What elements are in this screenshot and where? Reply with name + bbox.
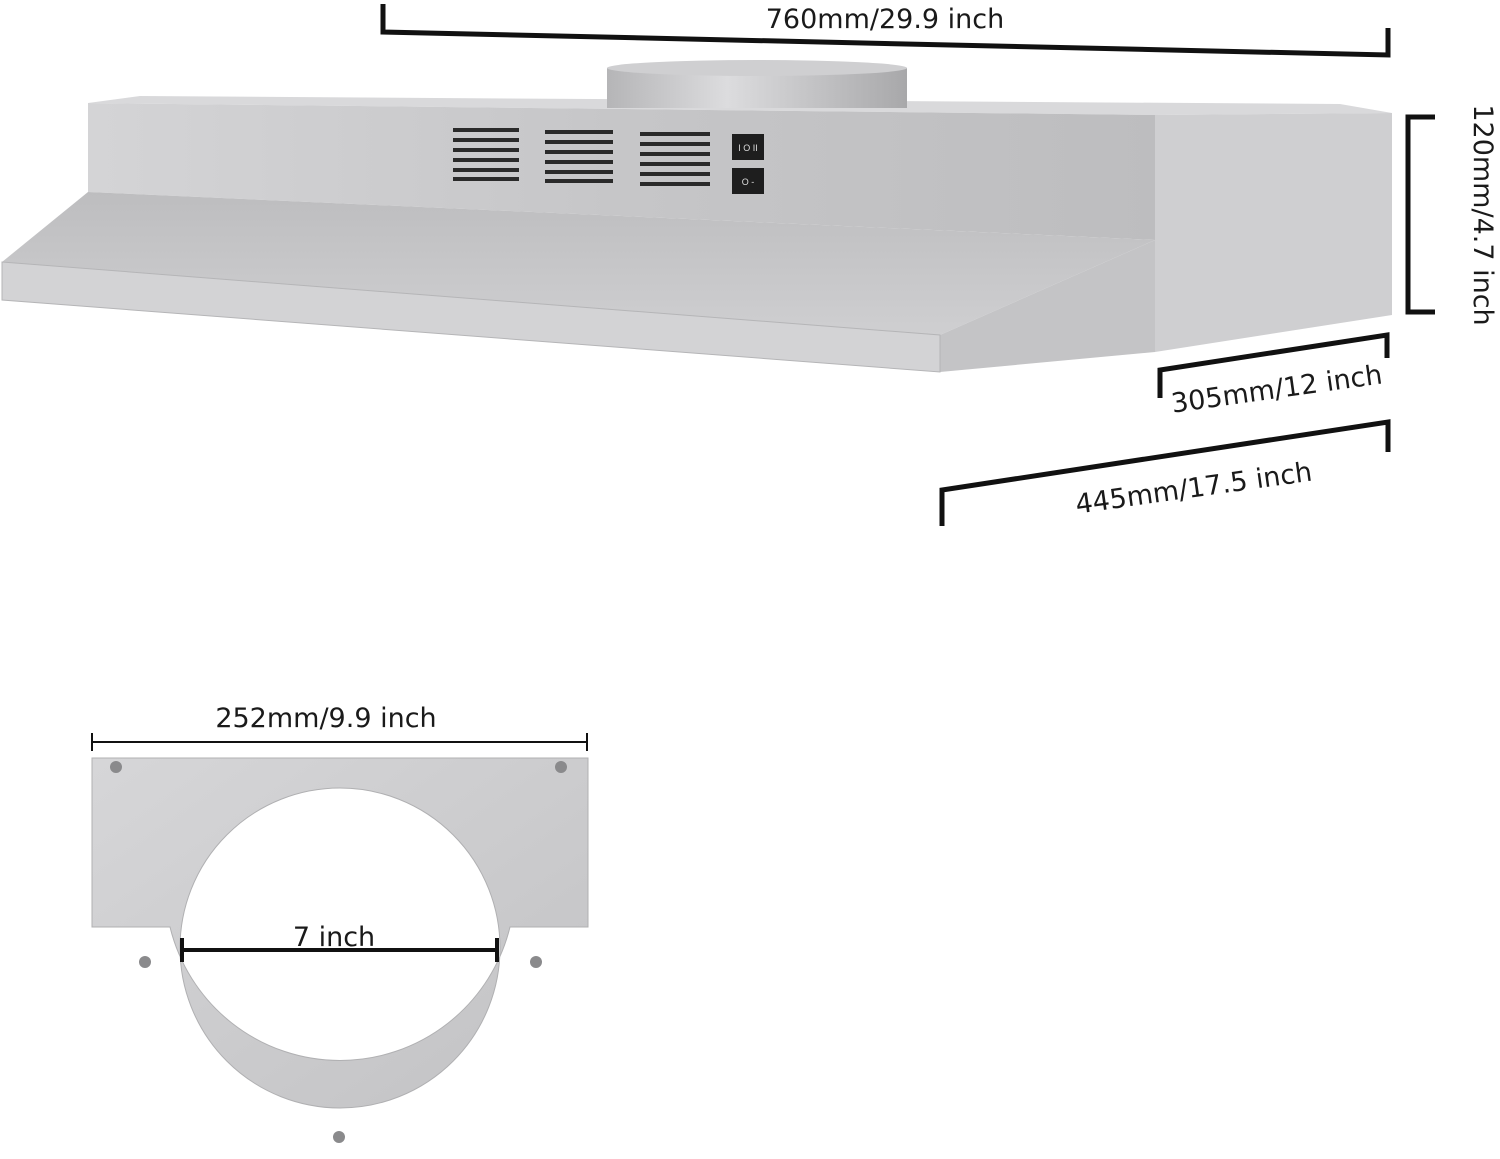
width-label: 760mm/29.9 inch <box>766 4 1005 35</box>
screw-hole <box>555 761 567 773</box>
screw-hole <box>139 956 151 968</box>
screw-hole <box>530 956 542 968</box>
height-bracket <box>1405 114 1435 315</box>
screw-hole <box>110 761 122 773</box>
height-label: 120mm/4.7 inch <box>1467 104 1498 325</box>
hood-front-panel <box>88 103 1155 240</box>
duct-collar-top <box>607 60 907 76</box>
light-switch[interactable]: O - <box>732 168 764 194</box>
hood-side-panel <box>1155 113 1392 352</box>
hood-front-lip <box>1 261 941 373</box>
duct-mounting-plate <box>91 757 589 1143</box>
switch-label: O - <box>742 177 755 187</box>
depth-bracket <box>1157 332 1390 398</box>
plate-width-dimension <box>91 733 588 751</box>
fan-speed-switch[interactable]: I O II <box>732 134 764 160</box>
width-bracket <box>380 4 1391 58</box>
range-hood: I O II O - <box>1 60 1392 373</box>
vent-grille-icon <box>453 128 710 186</box>
duct-diameter-dimension <box>180 938 499 962</box>
hood-visor <box>2 192 1155 335</box>
full-depth-bracket <box>939 419 1391 526</box>
screw-hole <box>333 1131 345 1143</box>
dimension-lines <box>380 4 1435 526</box>
switch-label: I O II <box>738 143 758 153</box>
duct-diameter-label: 7 inch <box>293 922 375 953</box>
plate-width-label: 252mm/9.9 inch <box>215 703 436 734</box>
depth-label: 305mm/12 inch <box>1169 359 1384 419</box>
hood-side-slope <box>940 240 1155 372</box>
